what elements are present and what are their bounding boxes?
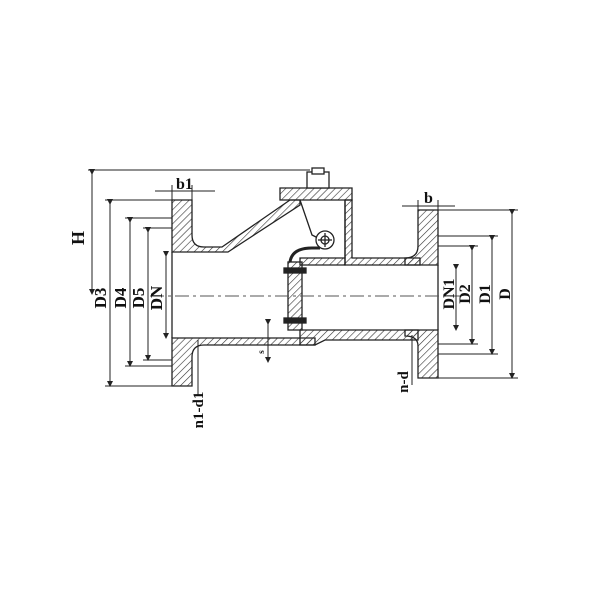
label-D4: D4 bbox=[111, 287, 130, 308]
right-flange-lower bbox=[404, 329, 439, 379]
label-DN1: DN1 bbox=[441, 278, 458, 309]
body-wall-right bbox=[344, 199, 421, 266]
label-s: s bbox=[256, 350, 266, 354]
left-flange-lower bbox=[171, 337, 316, 387]
label-b: b bbox=[424, 190, 433, 207]
label-b1: b1 bbox=[176, 176, 193, 193]
label-n1-d1: n1-d1 bbox=[191, 392, 207, 429]
bonnet-cover bbox=[279, 187, 353, 201]
label-D5: D5 bbox=[129, 288, 148, 309]
labels: H b1 b D3 D4 D5 DN DN1 D2 D1 D n1-d1 n-d… bbox=[68, 176, 514, 428]
label-D2: D2 bbox=[457, 284, 474, 304]
label-DN-left: DN bbox=[147, 285, 166, 310]
valve-body bbox=[171, 167, 439, 387]
inner-pipe-top bbox=[299, 257, 346, 266]
label-D1: D1 bbox=[477, 284, 494, 304]
dimensions bbox=[88, 169, 518, 395]
label-H: H bbox=[68, 231, 88, 245]
right-flange-upper bbox=[404, 209, 439, 266]
left-flange-upper bbox=[171, 199, 301, 253]
body-lower bbox=[299, 329, 419, 346]
label-n-d: n-d bbox=[396, 371, 412, 393]
label-D: D bbox=[497, 288, 514, 300]
label-D3: D3 bbox=[91, 288, 110, 309]
